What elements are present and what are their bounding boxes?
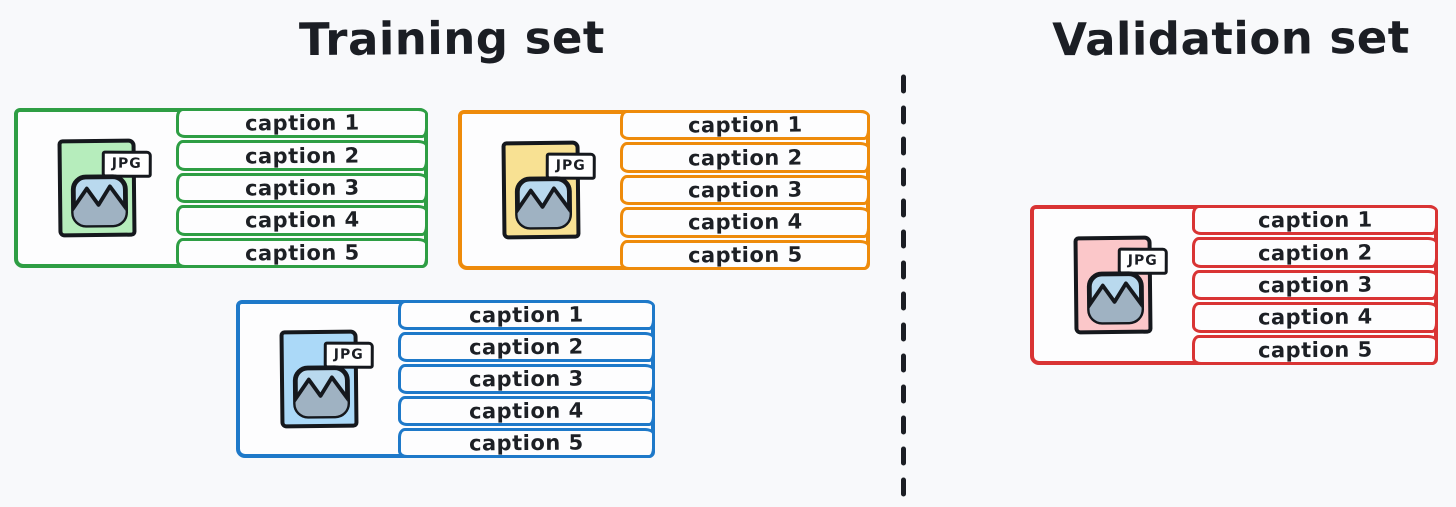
jpg-file-icon: JPG: [501, 140, 596, 240]
caption-text: caption 3: [469, 366, 584, 392]
caption-row: caption 3: [398, 364, 655, 394]
image-file-panel: JPG: [18, 112, 176, 264]
image-file-panel: JPG: [1034, 209, 1192, 361]
captions-panel: caption 1 caption 2 caption 3 caption 4 …: [620, 110, 870, 271]
caption-text: caption 4: [687, 209, 803, 235]
training-sample-card-green: JPG caption 1 caption 2 caption 3 captio…: [14, 108, 428, 269]
caption-text: caption 5: [687, 242, 803, 268]
validation-set-title: Validation set: [1052, 10, 1410, 67]
jpg-file-icon: JPG: [1073, 235, 1168, 335]
caption-row: caption 2: [176, 140, 428, 171]
caption-text: caption 3: [1257, 272, 1373, 298]
caption-text: caption 1: [687, 112, 803, 138]
caption-row: caption 4: [398, 396, 655, 426]
caption-row: caption 4: [620, 207, 870, 238]
caption-row: caption 2: [620, 142, 870, 173]
caption-row: caption 5: [176, 237, 428, 269]
caption-row: caption 3: [1192, 269, 1438, 301]
caption-text: caption 1: [244, 110, 360, 136]
caption-row: caption 3: [620, 174, 870, 206]
caption-row: caption 3: [176, 172, 428, 204]
caption-text: caption 5: [1257, 337, 1373, 363]
caption-text: caption 1: [469, 302, 584, 328]
image-thumbnail-icon: [70, 174, 129, 228]
jpg-file-icon: JPG: [279, 329, 374, 429]
caption-text: caption 4: [1257, 304, 1373, 330]
caption-row: caption 4: [1192, 302, 1438, 333]
caption-text: caption 2: [244, 143, 360, 169]
caption-text: caption 3: [244, 175, 360, 201]
caption-row: caption 4: [176, 205, 428, 236]
image-thumbnail-icon: [292, 365, 351, 419]
jpg-file-icon: JPG: [57, 138, 152, 238]
caption-text: caption 2: [687, 145, 803, 171]
caption-text: caption 4: [469, 398, 584, 424]
training-sample-card-orange: JPG caption 1 caption 2 caption 3 captio…: [458, 110, 870, 271]
caption-text: caption 4: [244, 207, 360, 233]
caption-row: caption 1: [1192, 205, 1438, 236]
caption-row: caption 2: [398, 332, 655, 362]
training-set-title: Training set: [298, 10, 606, 67]
training-sample-card-blue: JPG caption 1 caption 2 caption 3 captio…: [236, 300, 655, 458]
image-thumbnail-icon: [1086, 271, 1145, 325]
caption-text: caption 1: [1257, 207, 1373, 233]
caption-row: caption 5: [620, 239, 870, 271]
caption-text: caption 2: [469, 334, 584, 360]
caption-row: caption 5: [398, 428, 655, 458]
caption-text: caption 3: [687, 177, 803, 203]
caption-row: caption 5: [1192, 334, 1438, 366]
caption-row: caption 1: [620, 110, 870, 141]
caption-text: caption 5: [469, 430, 584, 456]
caption-row: caption 2: [1192, 237, 1438, 268]
image-thumbnail-icon: [514, 176, 573, 230]
caption-row: caption 1: [176, 108, 428, 139]
captions-panel: caption 1 caption 2 caption 3 caption 4 …: [1192, 205, 1438, 366]
captions-panel: caption 1 caption 2 caption 3 caption 4 …: [398, 300, 655, 458]
caption-text: caption 2: [1257, 240, 1373, 266]
dashed-divider-line: [901, 74, 906, 507]
caption-row: caption 1: [398, 300, 655, 330]
image-file-panel: JPG: [462, 114, 620, 266]
image-file-panel: JPG: [240, 304, 398, 454]
caption-text: caption 5: [244, 240, 360, 266]
captions-panel: caption 1 caption 2 caption 3 caption 4 …: [176, 108, 428, 269]
validation-sample-card-red: JPG caption 1 caption 2 caption 3 captio…: [1030, 205, 1438, 366]
